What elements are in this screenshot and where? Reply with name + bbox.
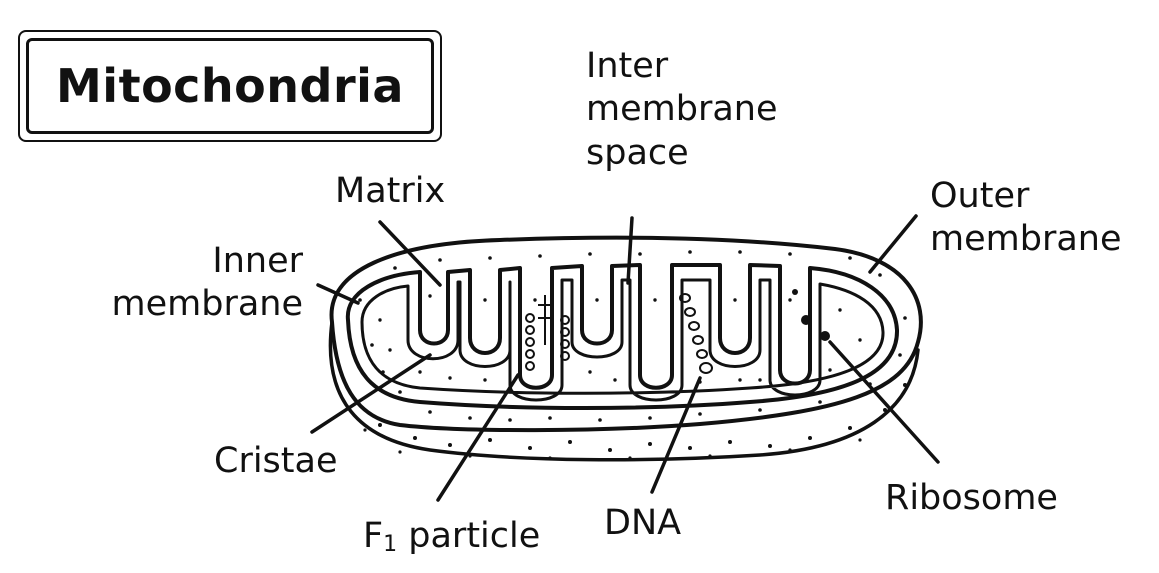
label-dna: DNA — [604, 502, 681, 545]
label-f1-letter: F — [363, 516, 383, 556]
label-dna-text: DNA — [604, 503, 681, 543]
label-cristae-text: Cristae — [214, 441, 338, 481]
label-inter-line1: Inter — [586, 45, 778, 88]
label-inter-line3: space — [586, 132, 778, 175]
label-f1-particle: F1 particle — [363, 515, 540, 558]
label-inter-line2: membrane — [586, 88, 778, 131]
label-ribosome-text: Ribosome — [885, 478, 1058, 518]
label-outer-line1: Outer — [930, 175, 1122, 218]
label-f1-subscript: 1 — [383, 532, 397, 557]
label-f1-rest: particle — [397, 516, 540, 556]
label-inter-membrane-space: Inter membrane space — [586, 45, 778, 175]
label-matrix-text: Matrix — [335, 171, 445, 211]
label-inner-line1: Inner — [88, 240, 303, 283]
label-outer-membrane: Outer membrane — [930, 175, 1122, 262]
label-inner-line2: membrane — [88, 283, 303, 326]
label-matrix: Matrix — [335, 170, 445, 213]
label-ribosome: Ribosome — [885, 477, 1058, 520]
label-inner-membrane: Inner membrane — [88, 240, 303, 327]
label-outer-line2: membrane — [930, 218, 1122, 261]
label-cristae: Cristae — [214, 440, 338, 483]
leader-outer-membrane — [870, 216, 916, 272]
